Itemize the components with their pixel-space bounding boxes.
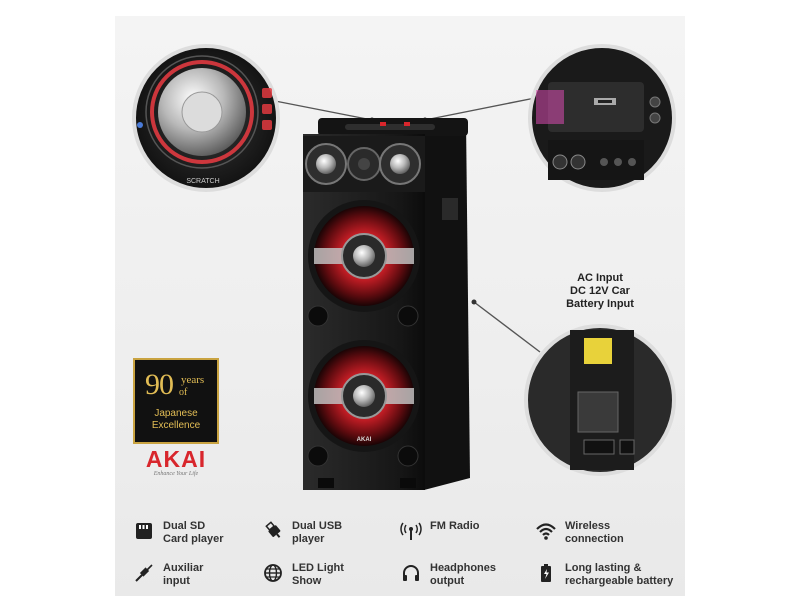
badge-of: of xyxy=(179,387,188,398)
speaker-brand: AKAI xyxy=(357,437,372,443)
radio-icon xyxy=(400,522,422,540)
usb-panel-detail-circle xyxy=(528,44,676,192)
usb-icon xyxy=(265,521,281,538)
callout-line-back xyxy=(473,301,541,353)
feature-sd-line2: Card player xyxy=(163,533,224,545)
headphones-icon xyxy=(403,565,419,581)
feature-aux-line1: Auxiliar xyxy=(163,562,204,574)
feature-headphones-line1: Headphones xyxy=(430,562,497,574)
feature-usb: Dual USB player xyxy=(262,520,342,546)
callout-line-usb xyxy=(424,97,536,121)
feature-sd-line1: Dual SD xyxy=(163,520,206,532)
feature-aux-line2: input xyxy=(163,575,190,587)
feature-battery: Long lasting & rechargeable battery xyxy=(535,562,673,588)
aux-cable-icon xyxy=(135,564,153,582)
feature-sd-card: Dual SD Card player xyxy=(133,520,224,546)
brand-tagline: Enhance Your Life xyxy=(153,471,199,477)
badge-line-2: Excellence xyxy=(151,420,201,431)
callout-line-3: Battery Input xyxy=(566,298,634,310)
badge-years: years xyxy=(181,374,205,386)
badge-number: 90 xyxy=(145,368,174,401)
brand-wordmark: AKAI xyxy=(145,446,207,472)
feature-aux: Auxiliar input xyxy=(133,562,203,588)
feature-fm-line1: FM Radio xyxy=(430,520,480,532)
feature-battery-line1: Long lasting & xyxy=(565,562,642,574)
power-input-callout: AC Input DC 12V Car Battery Input xyxy=(545,272,655,311)
callout-line-1: AC Input xyxy=(577,272,623,284)
anniversary-badge: 90 years of Japanese Excellence xyxy=(133,358,219,444)
feature-battery-line2: rechargeable battery xyxy=(565,575,674,587)
wifi-icon xyxy=(536,523,556,540)
feature-wireless-line1: Wireless xyxy=(565,520,611,532)
feature-headphones: Headphones output xyxy=(400,562,496,588)
feature-led: LED Light Show xyxy=(262,562,344,588)
feature-headphones-line2: output xyxy=(430,575,465,587)
callout-line-2: DC 12V Car xyxy=(570,285,630,297)
feature-led-line1: LED Light xyxy=(292,562,344,574)
feature-usb-line2: player xyxy=(292,533,325,545)
callout-line-jog xyxy=(269,99,373,121)
feature-fm-radio: FM Radio xyxy=(400,520,480,542)
sd-card-icon xyxy=(136,523,152,539)
feature-led-line2: Show xyxy=(292,575,322,587)
globe-icon xyxy=(264,564,282,582)
battery-icon xyxy=(541,564,551,582)
feature-wireless: Wireless connection xyxy=(535,520,624,546)
badge-line-1: Japanese xyxy=(154,408,198,419)
speaker-tower: AKAI xyxy=(303,118,470,490)
akai-logo: 90 years of Japanese Excellence AKAI Enh… xyxy=(133,358,219,478)
back-panel-detail-circle xyxy=(524,324,676,476)
feature-wireless-line2: connection xyxy=(565,533,624,545)
jog-label: SCRATCH xyxy=(186,178,219,185)
jog-wheel-detail-circle: SCRATCH xyxy=(132,44,280,192)
feature-usb-line1: Dual USB xyxy=(292,520,343,532)
